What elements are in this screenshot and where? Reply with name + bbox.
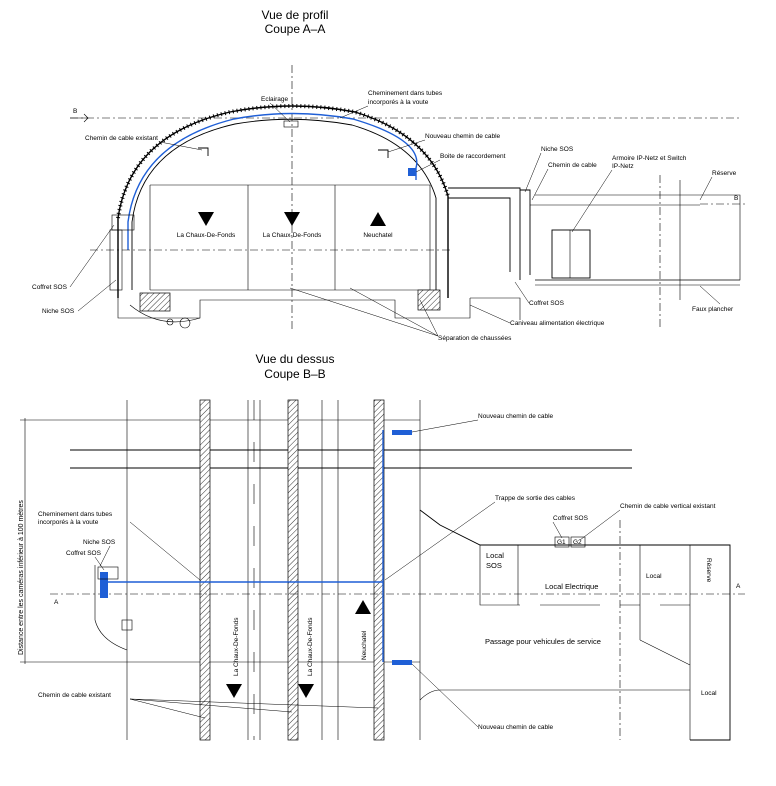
label-distance: Distance entre les caméras inférieur à 1… [18, 500, 25, 655]
label-chemin-vertical: Chemin de cable vertical existant [620, 503, 716, 510]
section-marker-b-left: B [73, 108, 77, 115]
label-coffret-sos-bottom: Coffret SOS [529, 300, 565, 307]
box-g2-label: G2 [573, 539, 582, 546]
electrical-room [535, 194, 741, 281]
label-niche-sos-top-view: Niche SOS [83, 539, 116, 546]
direction-top-label-3: Neuchatel [361, 630, 368, 660]
label-cheminement-1: Cheminement dans tubes [368, 90, 443, 97]
label-local-sos-2: SOS [486, 561, 502, 570]
room-partitions [479, 545, 690, 606]
label-armoire-1: Armoire IP-Netz et Switch [612, 155, 687, 162]
coffret-g1 [554, 536, 570, 548]
label-nouveau-chemin-top: Nouveau chemin de cable [478, 413, 554, 420]
false-floor [535, 279, 740, 286]
label-passage: Passage pour vehicules de service [485, 637, 601, 646]
direction-label-1: La Chaux-De-Fonds [177, 232, 236, 239]
section-marker-a-left: A [54, 599, 59, 606]
direction-label-2: La Chaux-De-Fonds [263, 232, 322, 239]
niche-wall-left [94, 565, 128, 651]
direction-arrow-top-3 [355, 600, 371, 614]
label-separation: Séparation de chaussées [438, 335, 512, 342]
label-armoire-2: IP-Netz [612, 163, 634, 170]
section-marker-a-right: A [736, 583, 741, 590]
direction-top-label-2: La Chaux-De-Fonds [307, 617, 314, 676]
foundation-outline [117, 298, 471, 319]
drain-pipe-small [166, 318, 174, 326]
label-chemin-existant-profile: Chemin de cable existant [85, 135, 158, 142]
label-cheminement-top-1: Cheminement dans tubes [38, 511, 113, 518]
label-cheminement-2: incorporés à la voute [368, 99, 429, 106]
label-local-bottom: Local [701, 690, 717, 697]
label-coffret-sos-top-view: Coffret SOS [66, 550, 102, 557]
interior-walls [149, 185, 431, 290]
label-caniveau: Caniveau alimentation électrique [510, 320, 605, 327]
left-duct-block [139, 292, 171, 312]
lower-road-building [419, 689, 690, 701]
label-niche-sos-left: Niche SOS [42, 308, 75, 315]
label-boite: Boite de raccordement [440, 153, 506, 160]
coffret-sos-top-view [97, 566, 119, 580]
cable-trench [470, 297, 521, 320]
label-coffret-sos-right: Coffret SOS [553, 515, 589, 522]
niche-box [121, 619, 133, 631]
label-trappe: Trappe de sortie des cables [495, 495, 576, 502]
tunnel-vault-outer [117, 105, 449, 298]
label-nouveau-chemin-profile: Nouveau chemin de cable [425, 133, 501, 140]
direction-arrow-top-2 [298, 684, 314, 698]
new-tray-profile [378, 149, 389, 158]
label-chemin-cable: Chemin de cable [548, 162, 597, 169]
side-gallery [448, 187, 521, 280]
light-fixture [283, 120, 299, 128]
tunnel-vault-inner [131, 118, 437, 290]
profile-view: Vue de profil Coupe A–A B B [32, 8, 745, 342]
label-coffret-sos-left: Coffret SOS [32, 284, 68, 291]
wall-hatched-2 [287, 399, 299, 741]
wall-hatched-3 [373, 399, 385, 741]
top-view: Vue du dessus Coupe B–B Distance entre l… [18, 352, 745, 741]
section-arrow-b-left [70, 113, 89, 123]
direction-arrow-3 [370, 212, 386, 226]
sos-niche-cable [100, 572, 108, 598]
direction-arrow-2 [284, 212, 300, 226]
sos-cabinet-profile [111, 214, 135, 231]
label-local-sos-1: Local [486, 551, 504, 560]
label-faux-plancher: Faux plancher [692, 306, 734, 313]
label-reserve-profile: Réserve [712, 170, 737, 177]
direction-label-3: Neuchatel [363, 232, 393, 239]
left-ground [129, 304, 201, 323]
label-cheminement-top-2: incorporés à la voute [38, 519, 99, 526]
right-duct-block [417, 289, 441, 311]
label-nouveau-chemin-bottom: Nouveau chemin de cable [478, 724, 554, 731]
ip-netz-cabinet [551, 229, 591, 279]
new-tray-top-1 [392, 430, 412, 435]
top-title: Vue du dessus [256, 352, 335, 366]
label-chemin-existant-top: Chemin de cable existant [38, 692, 111, 699]
coffret-g2 [570, 536, 586, 548]
junction-box [408, 168, 416, 176]
direction-arrow-top-1 [226, 684, 242, 698]
niche-sos-wall [520, 189, 531, 275]
direction-top-label-1: La Chaux-De-Fonds [233, 617, 240, 676]
label-niche-sos-top: Niche SOS [541, 146, 574, 153]
door-arc [639, 639, 691, 666]
wall-hatched-1 [199, 399, 211, 741]
top-subtitle: Coupe B–B [264, 367, 325, 381]
sos-niche-profile [109, 229, 123, 291]
box-g1-label: G1 [557, 539, 566, 546]
label-local-electrique: Local Electrique [545, 582, 598, 591]
drain-pipe [179, 317, 191, 329]
service-building-outline [419, 509, 731, 741]
new-tray-top-2 [392, 660, 412, 665]
existing-tray-left [198, 147, 209, 156]
new-cable-route-profile [127, 112, 418, 250]
profile-subtitle: Coupe A–A [265, 22, 326, 36]
label-local-right: Local [646, 573, 662, 580]
vault-rock-texture [116, 104, 450, 219]
label-reserve-top: Réserve [705, 558, 712, 583]
label-eclairage: Eclairage [261, 96, 288, 103]
direction-arrow-1 [198, 212, 214, 226]
section-marker-b-right: B [734, 195, 738, 202]
profile-title: Vue de profil [262, 8, 329, 22]
